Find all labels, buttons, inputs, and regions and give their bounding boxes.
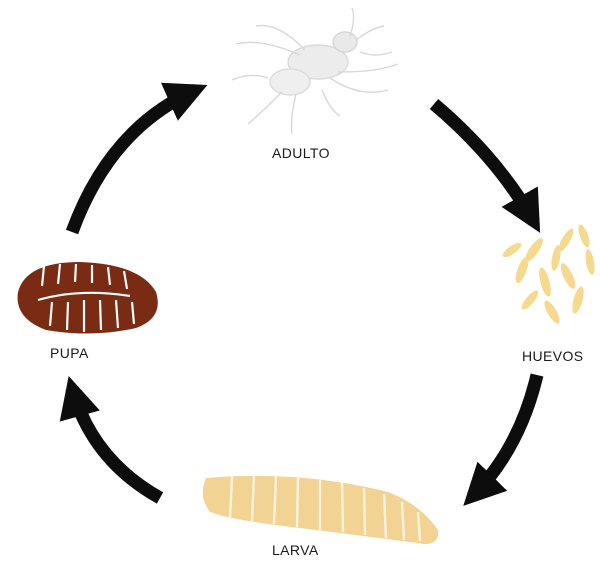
pupa-illustration: [18, 262, 158, 334]
arrow-adulto-to-huevos: [434, 104, 534, 222]
adult-fly-illustration: [232, 8, 398, 134]
label-pupa: PUPA: [50, 345, 89, 361]
arrow-larva-to-pupa: [72, 388, 160, 498]
label-adulto: ADULTO: [272, 145, 330, 161]
arrow-huevos-to-larva: [472, 375, 537, 497]
label-larva: LARVA: [272, 542, 319, 558]
larva-illustration: [203, 475, 438, 544]
eggs-illustration: [501, 223, 597, 325]
arrow-pupa-to-adulto: [72, 90, 196, 232]
label-huevos: HUEVOS: [522, 348, 584, 364]
